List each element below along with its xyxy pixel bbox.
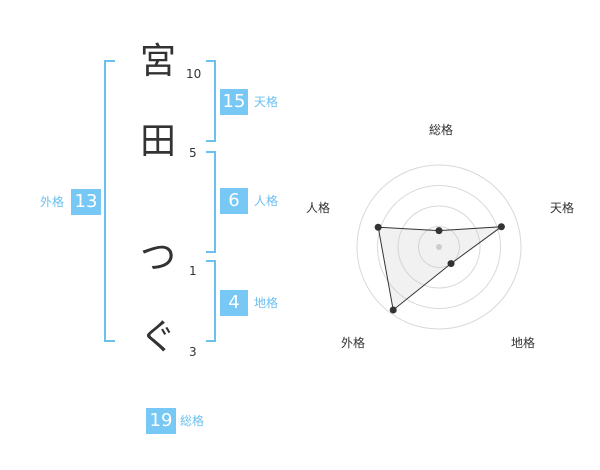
so-value: 19 — [146, 408, 176, 434]
stroke-count-4: 3 — [189, 345, 197, 359]
radar-ring — [377, 185, 501, 309]
radar-point-1 — [497, 223, 505, 231]
radar-points — [374, 223, 505, 314]
jin-value: 6 — [220, 188, 248, 214]
radar-point-4 — [374, 223, 382, 231]
radar-center — [436, 244, 442, 250]
radar-shape — [377, 226, 504, 311]
chi-value: 4 — [220, 290, 248, 316]
name-char-2: 田 — [139, 121, 176, 162]
so-label: 総格 — [180, 414, 205, 428]
radar-axis-label-so: 総格 — [428, 123, 453, 137]
radar-ring — [397, 205, 481, 289]
radar-point-0 — [435, 227, 443, 235]
radar-ring — [418, 226, 460, 268]
stroke-count-1: 10 — [186, 67, 202, 81]
chi-bracket — [206, 260, 216, 342]
gai-label: 外格 — [40, 195, 65, 209]
jin-label: 人格 — [254, 194, 279, 208]
outer-bracket — [104, 60, 115, 342]
stroke-count-2: 5 — [189, 146, 197, 160]
name-char-3: つ — [139, 237, 176, 278]
radar-axis-label-chi: 地格 — [510, 336, 535, 350]
radar-axis-label-ten: 天格 — [549, 201, 574, 215]
radar-polygon — [377, 226, 504, 311]
radar-axis-label-gai: 外格 — [340, 336, 365, 350]
gai-value: 13 — [71, 189, 101, 215]
radar-point-2 — [447, 260, 455, 268]
name-char-1: 宮 — [139, 41, 176, 82]
radar-axis-label-jin: 人格 — [305, 201, 330, 215]
ten-label: 天格 — [254, 95, 279, 109]
radar-ring — [356, 164, 522, 330]
ten-bracket — [206, 60, 216, 142]
chi-label: 地格 — [254, 296, 279, 310]
ten-value: 15 — [220, 89, 248, 115]
name-char-4: ぐ — [139, 317, 176, 358]
stroke-count-3: 1 — [189, 264, 197, 278]
jin-bracket — [206, 151, 216, 253]
radar-rings — [356, 164, 522, 330]
radar-point-3 — [389, 306, 397, 314]
